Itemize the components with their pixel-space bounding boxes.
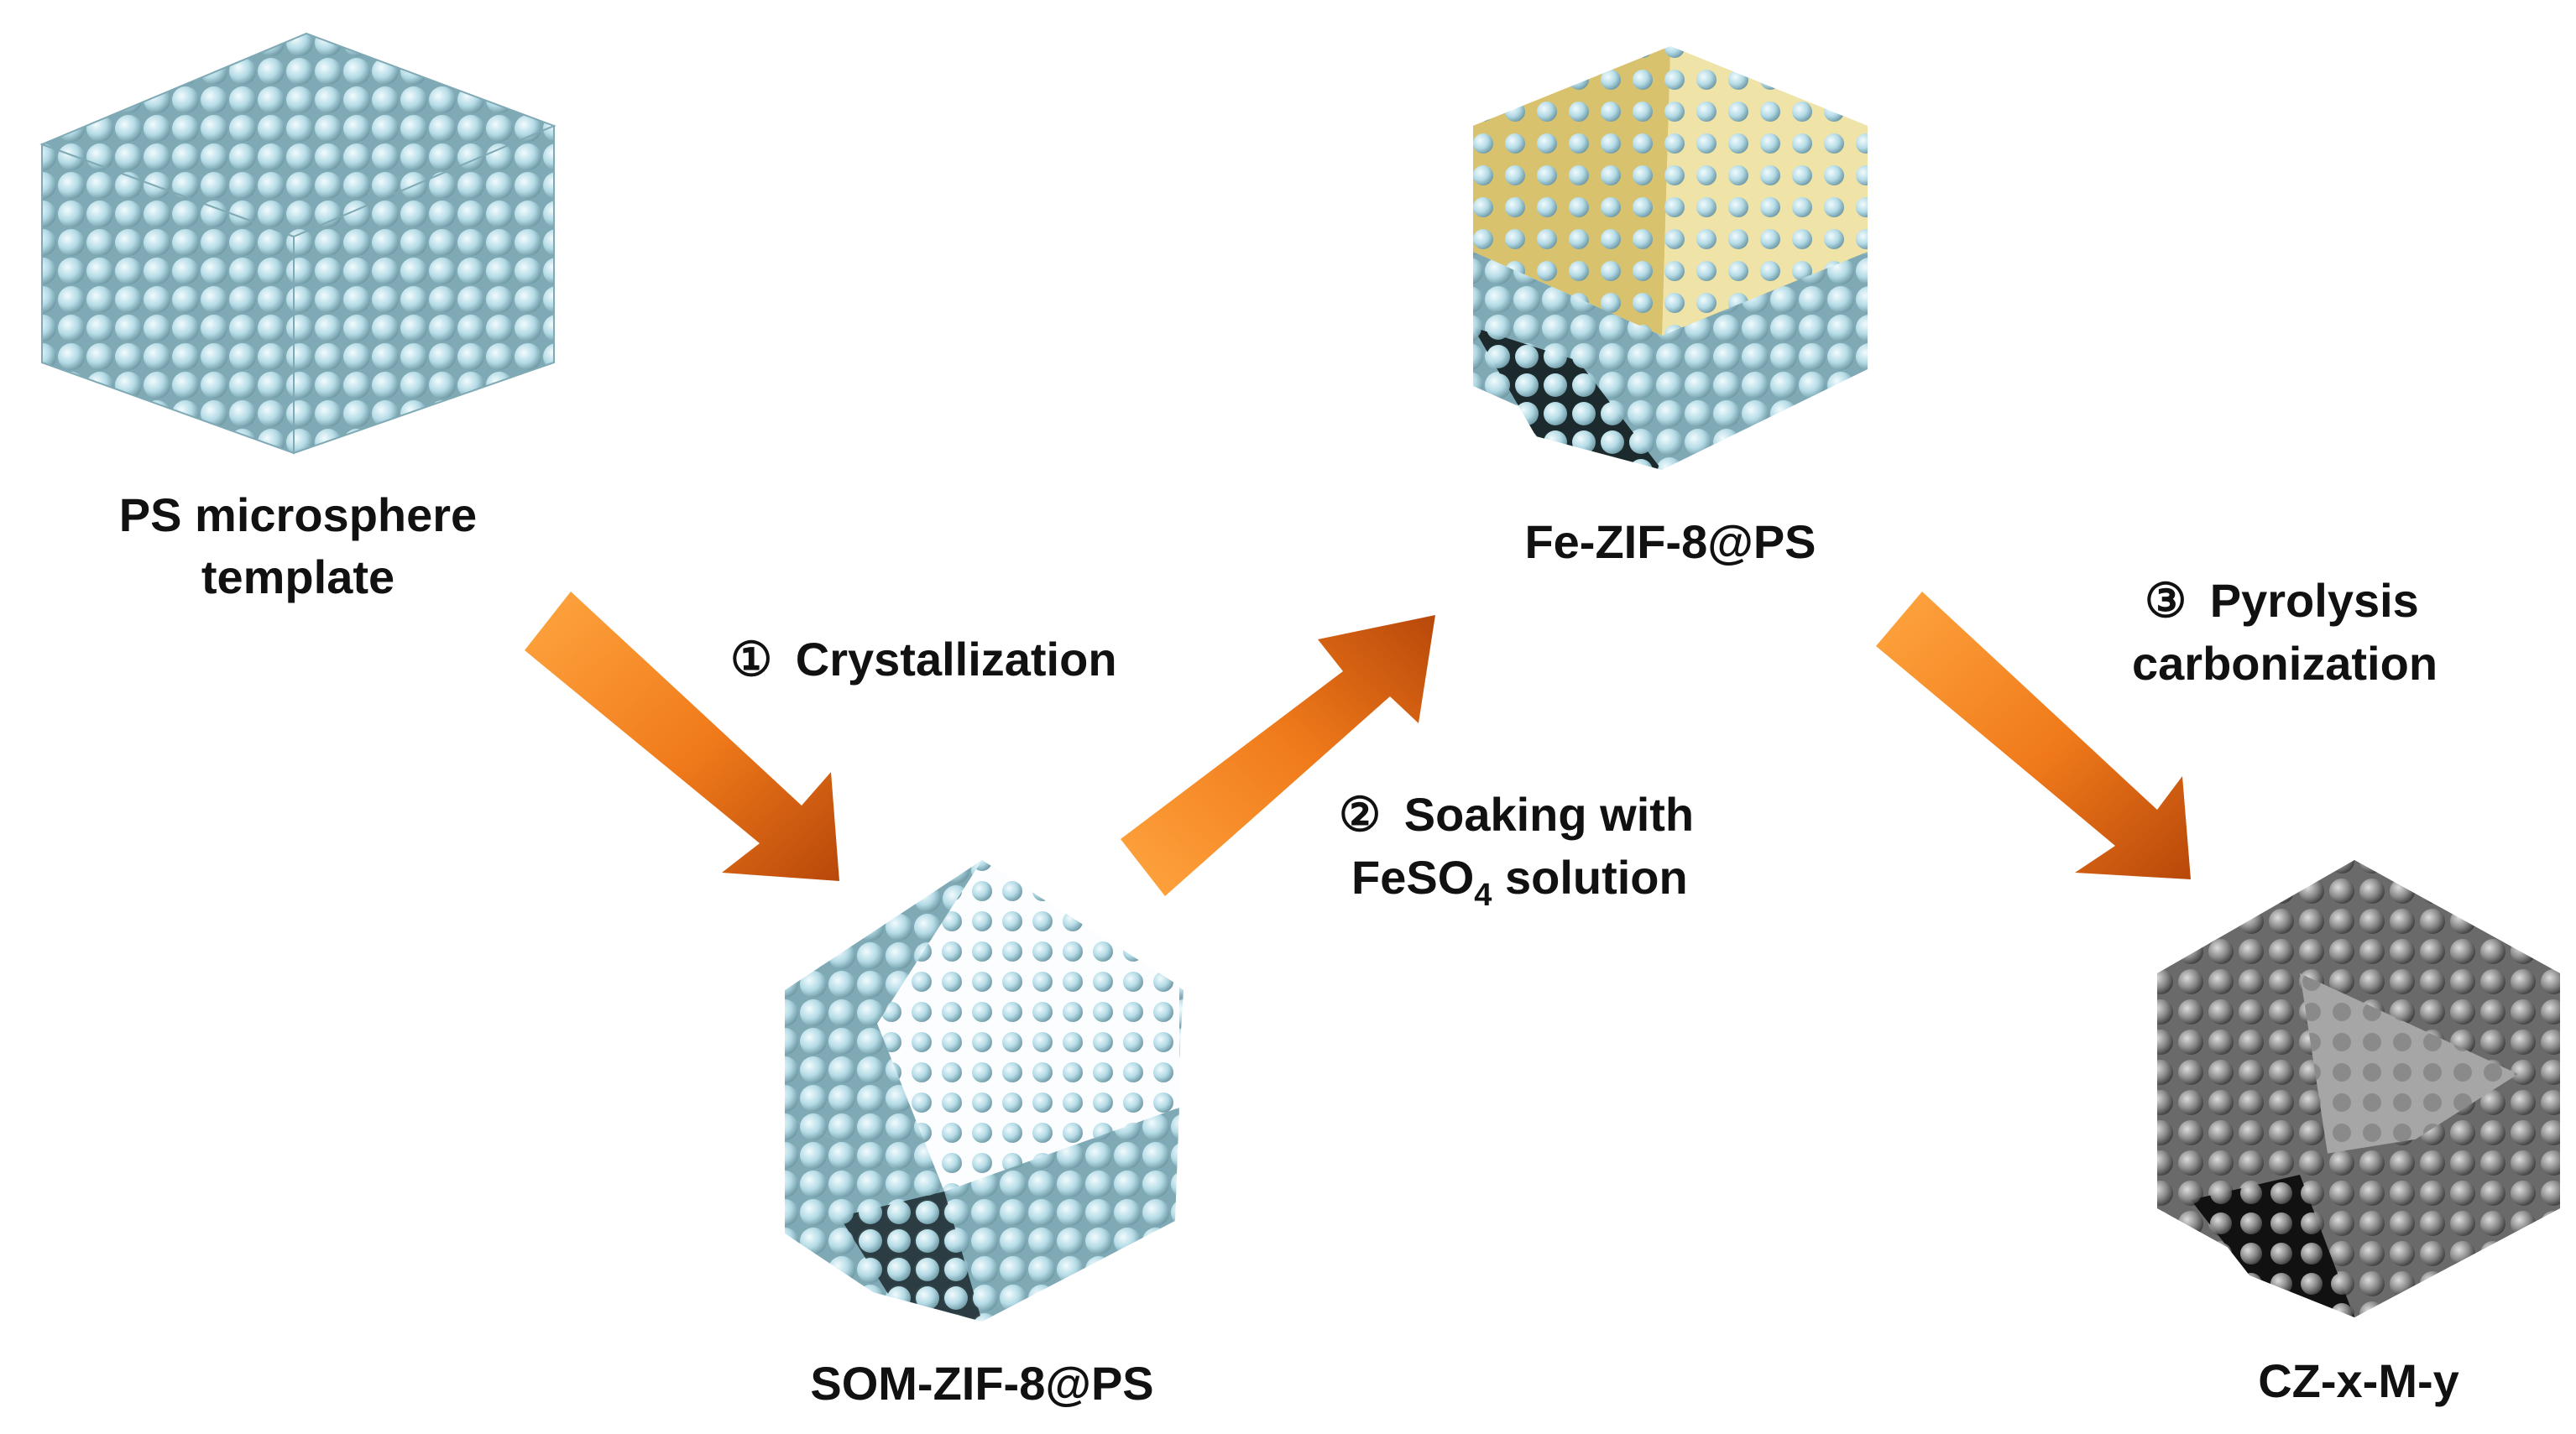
label-fe-zif-8-ps: Fe-ZIF-8@PS (1524, 515, 1816, 568)
ps-microsphere-template-cube (39, 32, 556, 455)
step2-text-line2-suffix: solution (1492, 851, 1687, 904)
step2-text-line2-prefix: FeSO (1351, 851, 1474, 904)
step3-text-line2: carbonization (2132, 637, 2438, 690)
step1-number: ① (730, 633, 772, 686)
svg-text:FeSO4 solution: FeSO4 solution (1351, 851, 1688, 913)
step2-label: ② Soaking with FeSO4 solution (1339, 788, 1694, 913)
label-som-zif-8-ps: SOM-ZIF-8@PS (810, 1357, 1153, 1410)
step1-label: ① Crystallization (730, 633, 1117, 686)
fe-zif-8-ps-particle (1473, 46, 1868, 470)
step3-number: ③ (2145, 574, 2187, 627)
step3-label: ③ Pyrolysis carbonization (2132, 574, 2438, 690)
step2-number: ② (1339, 788, 1381, 841)
arrow-soaking (1121, 615, 1435, 896)
som-zif-8-ps-particle (785, 860, 1183, 1322)
arrow-crystallization (525, 592, 839, 881)
label-ps-microsphere: PS microsphere (119, 488, 477, 541)
step3-text-line1: Pyrolysis (2210, 574, 2419, 627)
step1-text: Crystallization (796, 633, 1117, 686)
arrow-pyrolysis (1876, 592, 2191, 879)
svg-text:③ Pyrolysis: ③ Pyrolysis (2145, 574, 2419, 627)
cz-x-m-y-particle (2157, 860, 2560, 1317)
step2-text-line1: Soaking with (1404, 788, 1694, 841)
step2-text-line2-sub: 4 (1474, 878, 1492, 913)
svg-text:① Crystallization: ① Crystallization (730, 633, 1117, 686)
label-cz-x-m-y: CZ-x-M-y (2258, 1354, 2459, 1407)
svg-text:② Soaking with: ② Soaking with (1339, 788, 1694, 841)
label-template: template (201, 550, 394, 603)
